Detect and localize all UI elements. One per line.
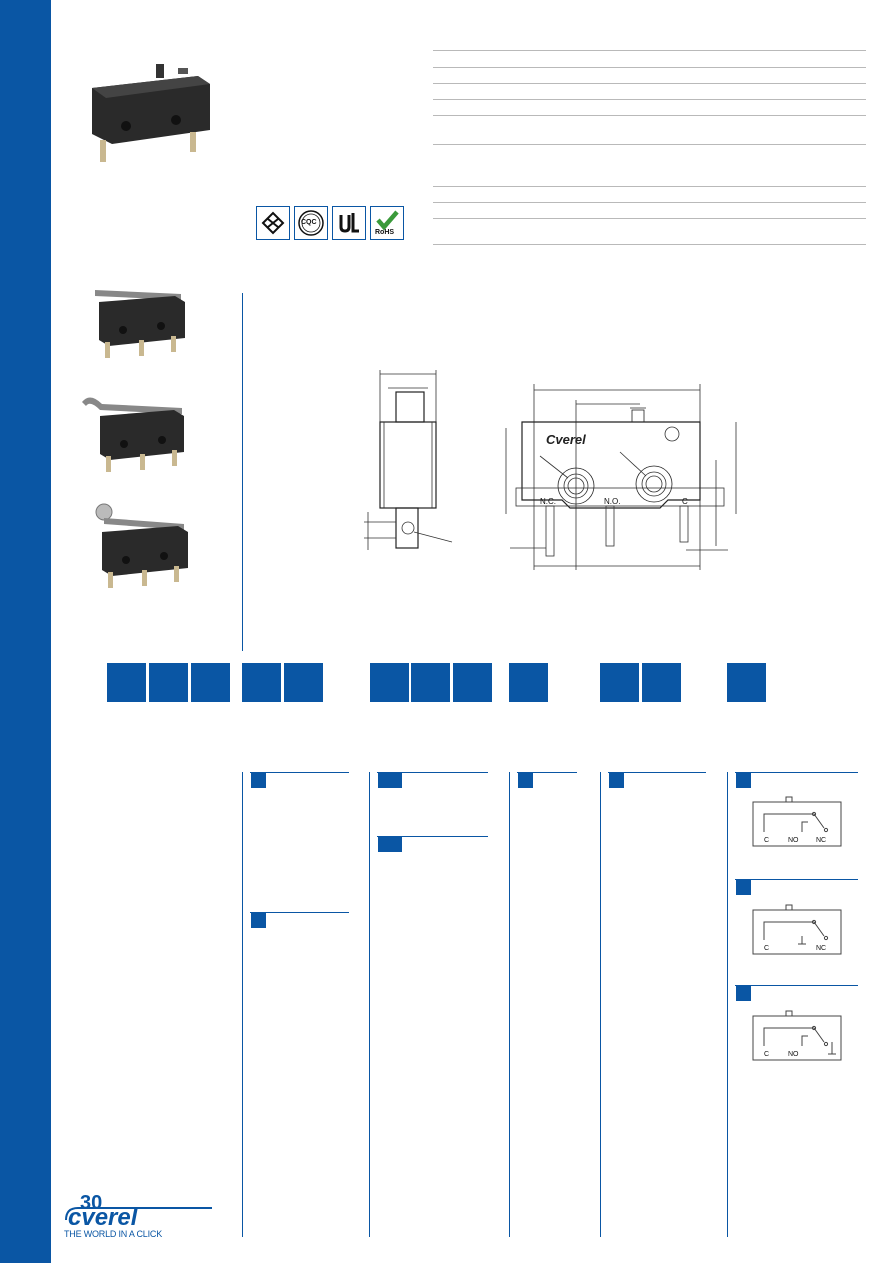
drawing-brand: Cverel	[546, 432, 586, 447]
spec-row-divider	[433, 83, 866, 84]
section-marker	[378, 773, 402, 788]
section-header-rule	[735, 772, 858, 773]
code-box	[600, 663, 639, 702]
column-divider	[727, 772, 728, 1237]
code-box	[411, 663, 450, 702]
rohs-icon: RoHS	[370, 206, 404, 240]
section-marker	[736, 880, 751, 895]
code-box	[284, 663, 323, 702]
column-divider	[600, 772, 601, 1237]
section-header-rule	[377, 772, 488, 773]
sidebar	[0, 0, 51, 1263]
section-marker	[518, 773, 533, 788]
logo-tagline: THE WORLD IN A CLICK	[64, 1229, 163, 1239]
column-divider	[509, 772, 510, 1237]
code-box	[453, 663, 492, 702]
circuit-diagram-spdt: C NO NC	[752, 796, 842, 847]
enec-icon	[256, 206, 290, 240]
spec-row-divider	[433, 218, 866, 219]
code-box	[370, 663, 409, 702]
section-marker	[251, 773, 266, 788]
circuit-diagram-nc: C NC	[752, 904, 842, 955]
side-view-drawing	[364, 370, 453, 550]
code-box	[242, 663, 281, 702]
code-box	[107, 663, 146, 702]
code-box	[727, 663, 766, 702]
spec-row-divider	[433, 67, 866, 68]
svg-text:NC: NC	[816, 945, 826, 952]
section-header-rule	[735, 985, 858, 986]
svg-text:NO: NO	[788, 837, 799, 844]
spec-row-divider	[433, 202, 866, 203]
section-header-rule	[517, 772, 577, 773]
variant-photo-lever	[95, 290, 185, 358]
svg-text:C: C	[764, 1051, 769, 1058]
column-divider	[242, 772, 243, 1237]
code-box	[642, 663, 681, 702]
ul-icon	[332, 206, 366, 240]
terminal-nc-label: N.C.	[540, 497, 556, 506]
section-header-rule	[250, 772, 349, 773]
spec-row-divider	[433, 50, 866, 51]
svg-text:C: C	[764, 945, 769, 952]
terminal-c-label: C	[682, 497, 688, 506]
section-marker	[736, 773, 751, 788]
section-marker	[736, 986, 751, 1001]
svg-text:C: C	[764, 837, 769, 844]
cqc-icon: CQC	[294, 206, 328, 240]
section-marker	[609, 773, 624, 788]
logo-brand: cverel	[65, 1204, 212, 1228]
section-marker	[378, 837, 402, 852]
svg-text:cverel: cverel	[68, 1204, 139, 1228]
section-header-rule	[735, 879, 858, 880]
spec-row-divider	[433, 244, 866, 245]
spec-row-divider	[433, 99, 866, 100]
spec-row-divider	[433, 144, 866, 145]
section-header-rule	[377, 836, 488, 837]
section-divider	[242, 293, 243, 651]
spec-row-divider	[433, 186, 866, 187]
code-box	[509, 663, 548, 702]
circuit-diagram-no: C NO	[752, 1010, 842, 1061]
front-view-drawing: Cverel N.C. N.O. C	[505, 384, 737, 570]
column-divider	[369, 772, 370, 1237]
variant-photo-roller	[95, 503, 188, 588]
section-header-rule	[608, 772, 706, 773]
code-box	[191, 663, 230, 702]
terminal-no-label: N.O.	[604, 497, 620, 506]
section-marker	[251, 913, 266, 928]
variant-photo-simulated-roller	[82, 397, 184, 472]
spec-row-divider	[433, 115, 866, 116]
svg-text:NO: NO	[788, 1051, 799, 1058]
code-box	[149, 663, 188, 702]
svg-text:NC: NC	[816, 837, 826, 844]
product-photo-main	[92, 64, 210, 162]
section-header-rule	[250, 912, 349, 913]
